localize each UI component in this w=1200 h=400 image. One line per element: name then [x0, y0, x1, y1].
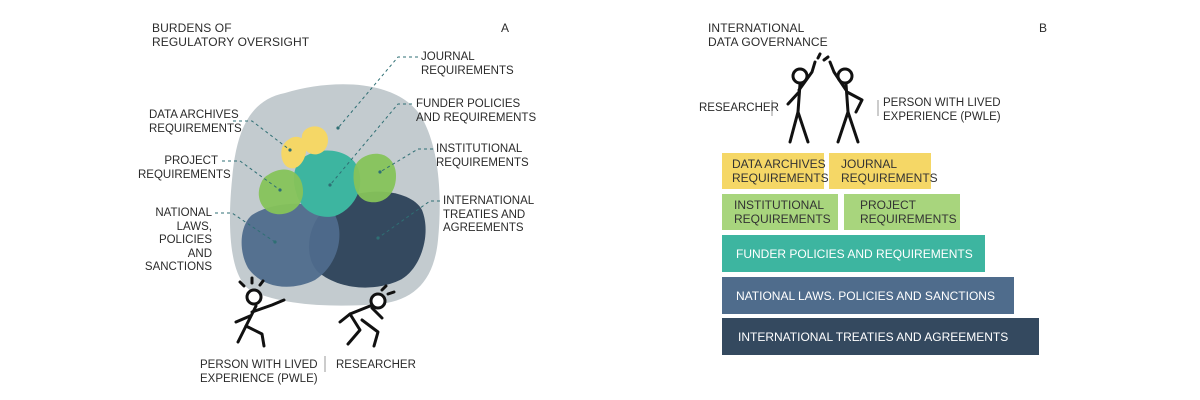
panel-b-pwle-label: PERSON WITH LIVED EXPERIENCE (PWLE) [883, 97, 1001, 124]
label-national-line1: NATIONAL [155, 207, 212, 219]
label-institutional-line2: REQUIREMENTS [436, 156, 529, 169]
panel-a-researcher-caption: RESEARCHER [336, 359, 416, 371]
label-institutional-line1: INSTITUTIONAL [436, 143, 523, 155]
label-funder-policies: FUNDER POLICIES AND REQUIREMENTS [416, 98, 536, 125]
leader-dot-institutional [378, 170, 382, 174]
bar-institutional-line2: REQUIREMENTS [734, 212, 831, 226]
label-data-archives-requirements: DATA ARCHIVES REQUIREMENTS [149, 109, 242, 136]
bar-journal-line1: JOURNAL [841, 157, 898, 171]
leader-dot-project [278, 188, 282, 192]
leader-dot-national [273, 240, 277, 244]
bar-international-treaties: INTERNATIONAL TREATIES AND AGREEMENTS [722, 318, 1039, 355]
funder-policies-blob [293, 150, 361, 217]
label-data-archives-line2: REQUIREMENTS [149, 122, 242, 135]
researcher-high-five-figure [786, 52, 830, 144]
pwle-high-five-figure [828, 60, 864, 144]
project-blob [258, 169, 304, 215]
label-journal-line1: JOURNAL [421, 51, 475, 63]
researcher-pushing-figure [338, 284, 396, 348]
bar-institutional-requirements: INSTITUTIONAL REQUIREMENTS [722, 194, 838, 230]
label-project-line2: REQUIREMENTS [138, 168, 231, 181]
label-project-line1: PROJECT [164, 155, 218, 167]
label-national-line3: POLICIES AND [158, 234, 212, 260]
bar-data-archives-line1: DATA ARCHIVES [732, 157, 826, 171]
leader-funder [329, 103, 412, 186]
label-international-treaties: INTERNATIONAL TREATIES AND AGREEMENTS [443, 195, 534, 236]
panel-b-title: INTERNATIONAL DATA GOVERNANCE [708, 21, 828, 49]
panel-a-pwle-line1: PERSON WITH LIVED [200, 359, 318, 371]
label-funder-line1: FUNDER POLICIES [416, 98, 521, 110]
panel-a-pwle-caption: PERSON WITH LIVED EXPERIENCE (PWLE) [200, 359, 318, 386]
panel-b-title-line2: DATA GOVERNANCE [708, 35, 828, 49]
label-journal-line2: REQUIREMENTS [421, 64, 514, 77]
label-national-laws: NATIONAL LAWS, POLICIES AND SANCTIONS [140, 207, 212, 275]
panel-b-researcher-label: RESEARCHER [699, 102, 779, 114]
panel-b-pwle-line2: EXPERIENCE (PWLE) [883, 110, 1001, 123]
bar-journal-requirements: JOURNAL REQUIREMENTS [829, 153, 938, 189]
panel-a-pwle-line2: EXPERIENCE (PWLE) [200, 372, 318, 385]
leader-project [222, 160, 281, 191]
leader-dot-international [376, 236, 380, 240]
bar-project-requirements: PROJECT REQUIREMENTS [844, 194, 960, 230]
leader-journal [337, 56, 418, 129]
label-national-line4: SANCTIONS [144, 261, 212, 273]
label-institutional-requirements: INSTITUTIONAL REQUIREMENTS [436, 143, 529, 170]
label-funder-line2: AND REQUIREMENTS [416, 111, 537, 124]
bar-national-laws: NATIONAL LAWS. POLICIES AND SANCTIONS [722, 277, 1014, 314]
panel-a-title-line2: REGULATORY OVERSIGHT [152, 35, 310, 49]
leader-institutional [379, 148, 433, 173]
panel-b-pwle-line1: PERSON WITH LIVED [883, 97, 1001, 109]
bar-journal-line2: REQUIREMENTS [841, 171, 938, 185]
bar-project-line2: REQUIREMENTS [860, 212, 957, 226]
label-international-line3: AGREEMENTS [443, 222, 524, 234]
panel-a-letter: A [501, 21, 510, 35]
journal-blob [301, 126, 328, 155]
label-data-archives-line1: DATA ARCHIVES [149, 109, 239, 121]
label-national-line2: LAWS, [176, 220, 212, 233]
bar-data-archives-line2: REQUIREMENTS [732, 171, 829, 185]
leader-data-archives [233, 120, 291, 151]
bar-project-line1: PROJECT [860, 198, 917, 212]
national-laws-blob [241, 203, 340, 287]
bar-institutional-line1: INSTITUTIONAL [734, 198, 825, 212]
pwle-lifting-figure [234, 276, 286, 348]
leader-dot-data-archives [288, 148, 292, 152]
panel-b-letter: B [1039, 21, 1048, 35]
label-international-line2: TREATIES AND [443, 208, 526, 221]
label-journal-requirements: JOURNAL REQUIREMENTS [421, 51, 514, 78]
leader-dot-journal [336, 126, 340, 130]
label-international-line1: INTERNATIONAL [443, 195, 535, 207]
panel-b-title-line1: INTERNATIONAL [708, 21, 805, 35]
bar-data-archives-requirements: DATA ARCHIVES REQUIREMENTS [722, 153, 829, 189]
bar-funder-policies: FUNDER POLICIES AND REQUIREMENTS [722, 235, 985, 272]
panel-a-title-line1: BURDENS OF [152, 21, 232, 35]
panel-a-title: BURDENS OF REGULATORY OVERSIGHT [152, 21, 309, 49]
label-project-requirements: PROJECT REQUIREMENTS [138, 155, 231, 182]
international-treaties-blob [308, 191, 426, 288]
data-archives-blob [281, 136, 307, 169]
institutional-blob [353, 153, 396, 203]
leader-dot-funder [328, 183, 332, 187]
